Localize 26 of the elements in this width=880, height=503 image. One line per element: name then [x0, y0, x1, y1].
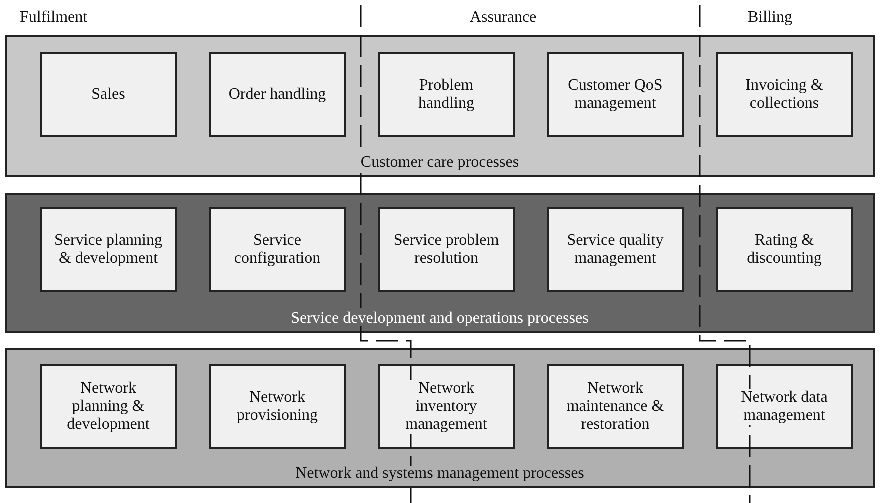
band-title: Network and systems management processes [296, 465, 584, 483]
column-heading: Fulfilment [20, 8, 88, 28]
process-box [40, 52, 177, 137]
process-box [378, 207, 515, 292]
process-box [40, 207, 177, 292]
column-heading: Assurance [470, 8, 537, 28]
box-text: Order handling [228, 86, 326, 104]
process-box [378, 364, 515, 449]
process-band [5, 348, 875, 488]
process-box [209, 207, 346, 292]
process-box [209, 52, 346, 137]
process-box [40, 364, 177, 449]
box-text: Service planning & development [52, 232, 164, 268]
column-heading: Billing [748, 8, 792, 28]
process-box [716, 52, 853, 137]
process-box [716, 364, 853, 449]
process-box [378, 52, 515, 137]
process-band [5, 193, 875, 333]
process-band [5, 35, 875, 177]
band-title: Service development and operations processes [291, 310, 589, 328]
band-title: Customer care processes [360, 154, 520, 172]
process-box [716, 207, 853, 292]
process-box [209, 364, 346, 449]
process-box [547, 364, 684, 449]
process-box [547, 207, 684, 292]
process-box [547, 52, 684, 137]
